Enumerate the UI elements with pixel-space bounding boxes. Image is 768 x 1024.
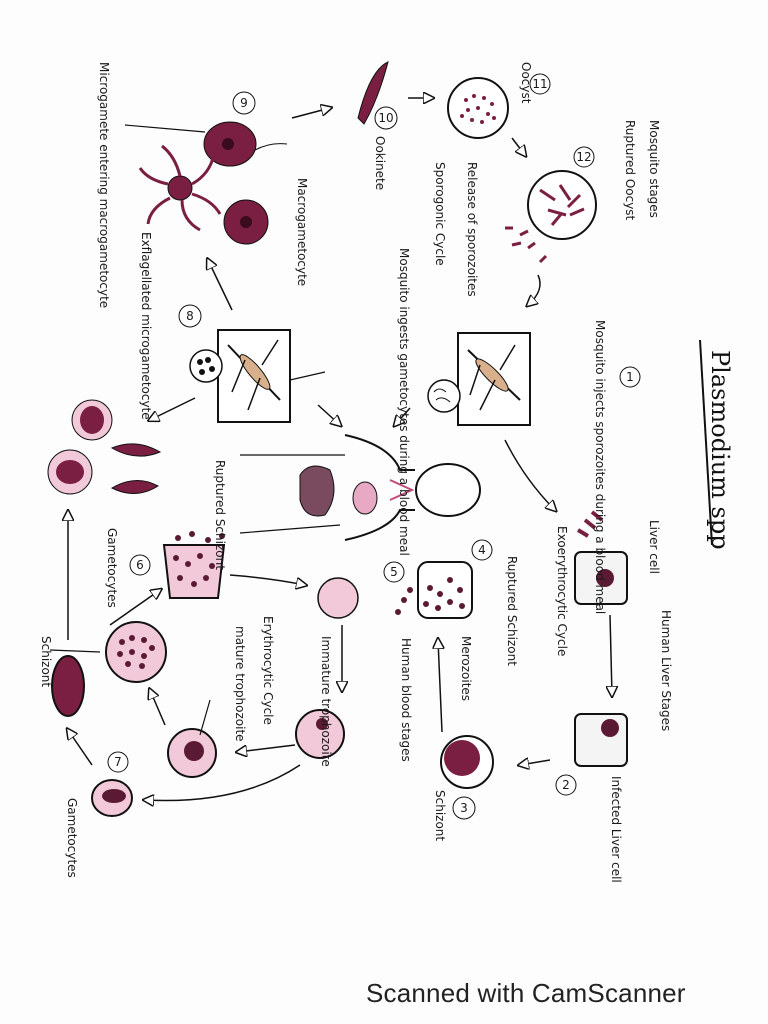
mosquito-icon bbox=[227, 339, 281, 411]
sporozoites-liver bbox=[576, 510, 604, 538]
label-microgamete-entering: Microgamete entering macrogametocyte bbox=[97, 62, 111, 308]
label-mosquito-stages: Mosquito stages bbox=[647, 120, 661, 218]
step-number: 4 bbox=[478, 543, 486, 557]
scanner-watermark: Scanned with CamScanner bbox=[366, 978, 686, 1008]
schizont-left-cell bbox=[105, 621, 167, 683]
liver-cell bbox=[574, 551, 628, 605]
step-number: 9 bbox=[240, 96, 248, 110]
label-gametocytes-top: Gametocytes bbox=[105, 528, 119, 608]
step-number: 7 bbox=[114, 755, 122, 769]
step-number: 5 bbox=[390, 565, 398, 579]
label-gametocytes-bottom: Gametocytes bbox=[65, 798, 79, 878]
ruptured-schizont-right-cell bbox=[395, 561, 473, 619]
label-mature-trophozoite: mature trophozoite bbox=[233, 626, 247, 742]
infected-liver-cell bbox=[574, 713, 628, 767]
label-mosquito-injects: Mosquito injects sporozoites during a bl… bbox=[593, 320, 607, 614]
step-number: 1 bbox=[626, 370, 634, 384]
mosquito-ingests-box bbox=[189, 329, 291, 423]
mosquito-icon bbox=[467, 344, 521, 411]
label-ruptured-schizont-top: Ruptured Schizont bbox=[505, 556, 519, 666]
step-number: 11 bbox=[532, 77, 547, 91]
leader-line bbox=[239, 524, 341, 534]
step-number: 6 bbox=[136, 558, 144, 572]
heart-organ bbox=[352, 481, 378, 515]
label-macrogametocyte: Macrogametocyte bbox=[295, 178, 309, 286]
human-figure-icon bbox=[299, 434, 481, 541]
gametocyte-inset bbox=[189, 349, 223, 383]
leader-line bbox=[49, 649, 101, 653]
label-schizont-right: Schizont bbox=[433, 790, 447, 841]
merozoite-rbc bbox=[317, 577, 359, 619]
title-underline bbox=[699, 339, 713, 546]
label-ruptured-schizont-left: Ruptured Schizont bbox=[213, 460, 227, 570]
step-number: 2 bbox=[562, 778, 570, 792]
immature-trophozoite-cell bbox=[295, 709, 345, 759]
label-mosquito-ingests: Mosquito ingests gametocytes during a bl… bbox=[397, 248, 411, 556]
label-ruptured-oocyst: Ruptured Oocyst bbox=[623, 120, 637, 221]
schizont-right-cell bbox=[440, 735, 494, 789]
ookinete-cell bbox=[357, 61, 389, 125]
label-sporogonic-cycle: Sporogonic Cycle bbox=[433, 162, 447, 266]
label-release-sporozoites: Release of sporozoites bbox=[465, 162, 479, 297]
mosquito-injects-box bbox=[427, 332, 531, 426]
liver-organ bbox=[299, 465, 335, 517]
label-liver-cell: Liver cell bbox=[647, 520, 661, 574]
step-number: 10 bbox=[378, 111, 393, 125]
label-exflagellated: Exflagellated microgametocyte bbox=[139, 232, 153, 420]
gametocyte-crescent-1 bbox=[110, 443, 162, 457]
step-number: 8 bbox=[186, 309, 194, 323]
exflagellated-microgametocyte bbox=[138, 144, 222, 232]
label-human-liver-stages: Human Liver Stages bbox=[659, 610, 673, 731]
label-immature-trophozoite: Immature trophozoite bbox=[319, 636, 333, 767]
label-infected-liver-cell: Infected Liver cell bbox=[609, 776, 623, 883]
ruptured-schizont-left-cell bbox=[162, 531, 226, 599]
ruptured-oocyst-cell bbox=[505, 170, 597, 264]
diagram-title: Plasmodium spp bbox=[706, 350, 734, 550]
gametocyte-crescent-2 bbox=[110, 480, 159, 494]
leader-line bbox=[289, 371, 326, 381]
leader-line bbox=[199, 699, 211, 736]
label-schizont-left: Schizont bbox=[39, 636, 53, 687]
arrow-icon bbox=[68, 98, 612, 801]
schizont-gametocyte-cell bbox=[51, 655, 85, 717]
step-number: 3 bbox=[460, 801, 468, 815]
label-ookinete: Ookinete bbox=[373, 136, 387, 190]
label-exoerythrocytic-cycle: Exoerythrocytic Cycle bbox=[555, 526, 569, 656]
leader-line bbox=[124, 124, 206, 133]
step-number: 12 bbox=[576, 150, 591, 164]
label-oocyst: Oocyst bbox=[519, 62, 533, 104]
sporozoite-inset bbox=[427, 379, 461, 413]
label-merozoites: Merozoites bbox=[459, 636, 473, 701]
label-erythrocytic-cycle: Erythrocytic Cycle bbox=[261, 616, 275, 725]
label-human-blood-stages: Human blood stages bbox=[399, 638, 413, 762]
